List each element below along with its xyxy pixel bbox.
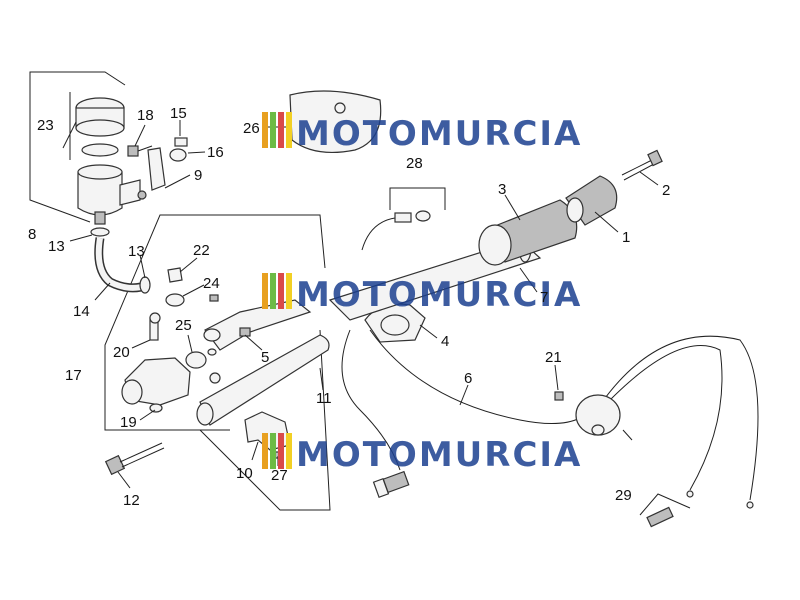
grip-3 <box>478 199 578 266</box>
part-label-21: 21 <box>545 349 562 366</box>
banjo-22 <box>167 267 183 283</box>
part-label-4: 4 <box>441 333 449 350</box>
throttle-cables-6 <box>341 329 759 509</box>
screw-9 <box>137 190 147 200</box>
brake-lever-5 <box>203 299 312 356</box>
part-label-13-lower: 13 <box>128 243 145 260</box>
part-label-18: 18 <box>137 107 154 124</box>
part-label-9: 9 <box>194 167 202 184</box>
part-label-25: 25 <box>175 317 192 334</box>
watermark-bottom: MOTOMURCIA <box>262 433 582 475</box>
part-label-11: 11 <box>316 390 332 407</box>
adjuster-29 <box>646 506 674 528</box>
hose-14 <box>94 237 150 293</box>
group-bracket-17 <box>104 214 331 511</box>
cable-28 <box>361 210 431 251</box>
cable-end-fitting <box>372 470 410 498</box>
watermark-top: MOTOMURCIA <box>262 112 582 154</box>
part-label-7: 7 <box>540 289 548 306</box>
part-label-28: 28 <box>406 155 423 172</box>
part-label-15: 15 <box>170 105 187 122</box>
part-label-8: 8 <box>28 226 36 243</box>
bolt-18 <box>127 145 153 157</box>
clip-13-lower <box>139 276 151 294</box>
part-label-27: 27 <box>271 467 288 484</box>
leader-lines <box>62 120 659 489</box>
group-bracket-8 <box>29 71 126 223</box>
part-label-16: 16 <box>207 144 224 161</box>
part-label-2: 2 <box>662 182 670 199</box>
washer-24 <box>165 293 219 307</box>
part-label-26: 26 <box>243 120 260 137</box>
part-label-5: 5 <box>261 349 269 366</box>
group-bracket-29 <box>639 493 691 516</box>
part-label-22: 22 <box>193 242 210 259</box>
screw-2 <box>621 149 663 181</box>
watermark-middle: MOTOMURCIA <box>262 273 582 315</box>
part-label-1: 1 <box>622 229 630 246</box>
throttle-housing <box>554 391 621 436</box>
watermark-text: MOTOMURCIA <box>296 435 582 475</box>
part-label-29: 29 <box>615 487 632 504</box>
watermark-text: MOTOMURCIA <box>296 275 582 315</box>
switch-housing-4 <box>364 303 426 343</box>
handlebar-tube-11 <box>196 334 330 426</box>
clip-13-upper <box>90 227 110 237</box>
bar-end-1 <box>565 175 618 226</box>
part-label-19: 19 <box>120 414 137 431</box>
watermark-text: MOTOMURCIA <box>296 114 582 154</box>
reservoir-assembly <box>75 97 141 225</box>
group-bracket-28 <box>389 187 446 210</box>
part-label-10: 10 <box>236 465 253 482</box>
part-label-13-upper: 13 <box>48 238 65 255</box>
cover-26 <box>289 90 382 154</box>
nut-15 <box>174 137 188 147</box>
part-label-3: 3 <box>498 181 506 198</box>
part-label-14: 14 <box>73 303 90 320</box>
part-label-17: 17 <box>65 367 82 384</box>
bolt-12 <box>104 442 165 476</box>
part-label-12: 12 <box>123 492 140 509</box>
part-label-24: 24 <box>203 275 220 292</box>
part-label-23: 23 <box>37 117 54 134</box>
part-labels: 1 2 3 4 5 6 7 8 9 10 11 12 13 13 14 15 1… <box>28 105 670 509</box>
clamp-16 <box>147 147 187 191</box>
part-label-6: 6 <box>464 370 472 387</box>
master-cylinder-body <box>121 312 221 413</box>
part-label-20: 20 <box>113 344 130 361</box>
